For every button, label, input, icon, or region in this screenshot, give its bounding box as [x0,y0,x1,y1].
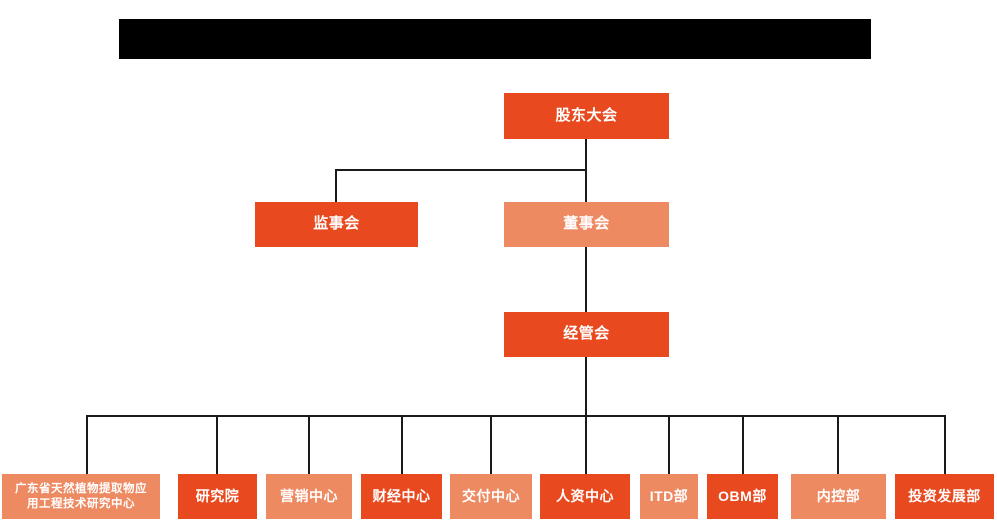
connector-drop-delivery-center [490,415,492,474]
connector-l2-bar [336,169,587,171]
node-research-institute-label: 研究院 [195,487,240,504]
connector-drop-itd-department [668,415,670,474]
node-itd-department[interactable]: ITD部 [640,474,698,519]
node-itd-department-label: ITD部 [649,487,689,504]
connector-drop-obm-department [742,415,744,474]
connector-drop-marketing-center [308,415,310,474]
node-research-institute[interactable]: 研究院 [178,474,257,519]
connector-to-board-of-directors [585,169,587,202]
node-management-committee[interactable]: 经管会 [504,312,669,357]
node-supervisory-board-label: 监事会 [313,215,360,233]
node-hr-center[interactable]: 人资中心 [540,474,630,519]
node-board-of-directors-label: 董事会 [563,215,610,233]
node-investment-development-department[interactable]: 投资发展部 [895,474,994,519]
node-obm-department-label: OBM部 [718,487,767,504]
node-marketing-center[interactable]: 营销中心 [266,474,352,519]
node-hr-center-label: 人资中心 [556,487,614,504]
node-gd-research-center-label: 广东省天然植物提取物应 用工程技术研究中心 [15,483,147,510]
connector-drop-hr-center [585,415,587,474]
connector-to-supervisory-board [335,169,337,202]
connector-drop-internal-control-department [837,415,839,474]
connector-management-down [585,357,587,416]
redacted-title-banner [119,19,871,59]
node-shareholders-meeting-label: 股东大会 [555,106,618,124]
connector-drop-finance-center [401,415,403,474]
connector-drop-research-institute [216,415,218,474]
node-finance-center-label: 财经中心 [372,487,431,504]
node-gd-research-center[interactable]: 广东省天然植物提取物应 用工程技术研究中心 [2,474,160,519]
connector-drop-gd-research-center [86,415,88,474]
node-supervisory-board[interactable]: 监事会 [255,202,418,247]
node-internal-control-department[interactable]: 内控部 [791,474,886,519]
node-delivery-center[interactable]: 交付中心 [450,474,532,519]
node-delivery-center-label: 交付中心 [462,487,520,504]
node-management-committee-label: 经管会 [563,325,610,343]
node-internal-control-department-label: 内控部 [816,487,861,504]
connector-drop-investment-development-department [944,415,946,474]
connector-board-to-management [585,247,587,312]
node-shareholders-meeting[interactable]: 股东大会 [504,93,669,139]
connector-level4-bar [86,415,945,417]
node-board-of-directors[interactable]: 董事会 [504,202,669,247]
node-obm-department[interactable]: OBM部 [707,474,778,519]
node-marketing-center-label: 营销中心 [280,487,338,504]
node-finance-center[interactable]: 财经中心 [361,474,442,519]
connector-l1-down [585,139,587,170]
node-investment-development-department-label: 投资发展部 [908,487,981,504]
